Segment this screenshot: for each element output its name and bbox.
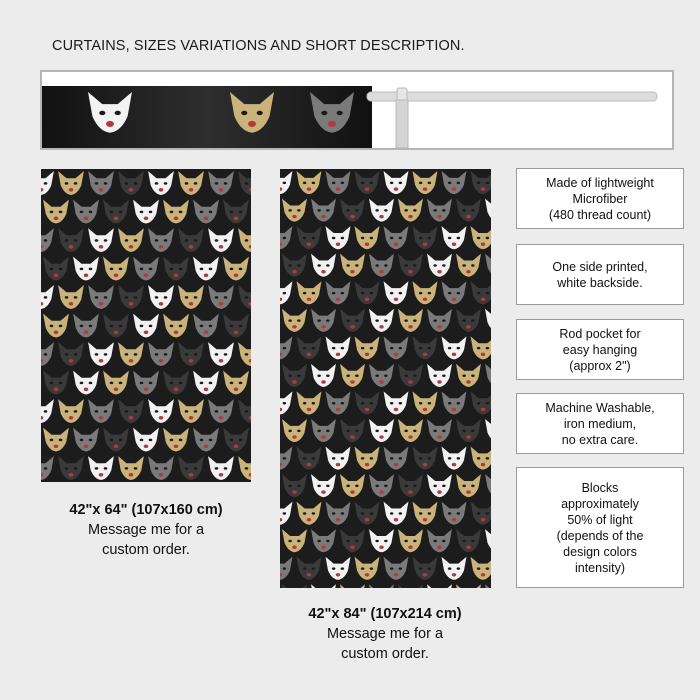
curtain-panel-short: [41, 169, 251, 482]
page-heading: CURTAINS, SIZES VARIATIONS AND SHORT DES…: [52, 38, 465, 54]
cat-face-pattern: [280, 169, 491, 588]
custom-order-note: Message me for a: [87, 522, 205, 538]
curtain-panel-long: [280, 169, 491, 588]
size-caption-short: 42"x 64" (107x160 cm) Message me for a c…: [36, 500, 256, 560]
feature-printing: One side printed, white backside.: [516, 244, 684, 305]
size-caption-long: 42"x 84" (107x214 cm) Message me for a c…: [275, 604, 495, 664]
feature-rod-pocket: Rod pocket for easy hanging (approx 2"): [516, 319, 684, 380]
cat-face-pattern: [41, 169, 251, 482]
feature-care: Machine Washable, iron medium, no extra …: [516, 393, 684, 454]
curtain-rod-illustration: [42, 86, 658, 148]
size-label: 42"x 84" (107x214 cm): [308, 606, 462, 622]
feature-material: Made of lightweight Microfiber (480 thre…: [516, 168, 684, 229]
size-label: 42"x 64" (107x160 cm): [69, 502, 223, 518]
custom-order-note: custom order.: [341, 646, 429, 662]
custom-order-note: Message me for a: [326, 626, 444, 642]
custom-order-note: custom order.: [102, 542, 190, 558]
feature-light-blocking: Blocks approximately 50% of light (depen…: [516, 467, 684, 588]
curtain-rod-icon: [366, 91, 658, 102]
curtain-on-rod-preview: [40, 70, 674, 150]
